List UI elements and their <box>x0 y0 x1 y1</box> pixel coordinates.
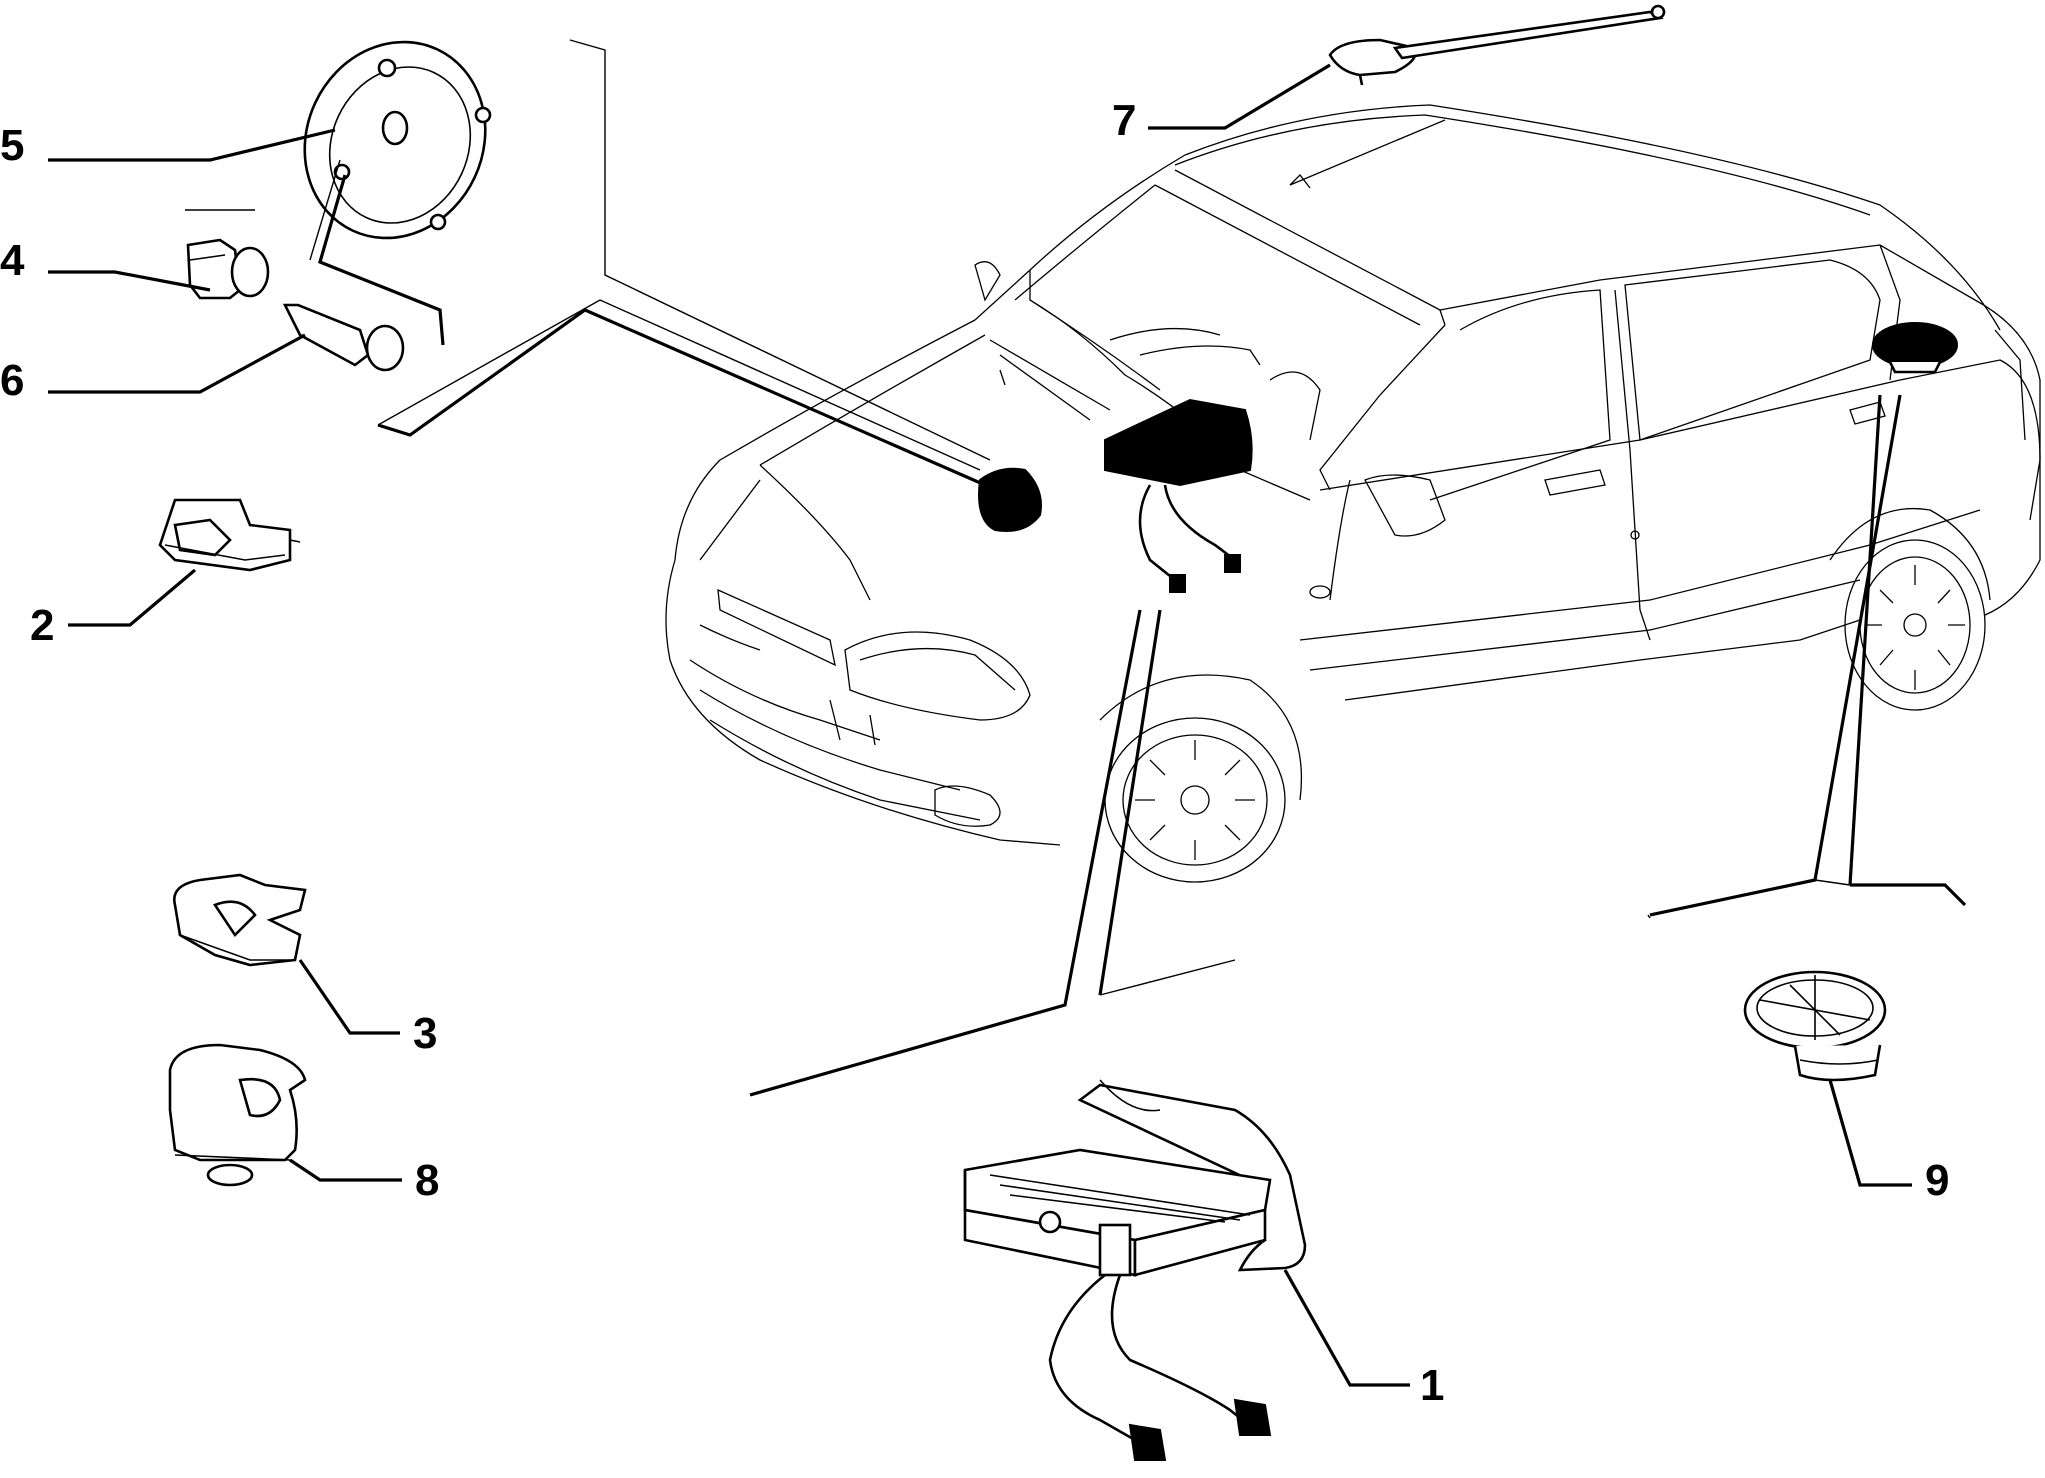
callout-1: 1 <box>1420 1361 1444 1410</box>
callout-6: 6 <box>0 356 24 405</box>
grommet-part-4 <box>186 238 270 300</box>
clip-part-2 <box>158 498 301 572</box>
clip-part-8 <box>168 1043 307 1187</box>
callout-9: 9 <box>1925 1156 1949 1205</box>
callout-8: 8 <box>415 1156 439 1205</box>
callout-5: 5 <box>0 121 24 170</box>
callout-2: 2 <box>30 601 54 650</box>
callout-4: 4 <box>0 236 25 285</box>
callout-labels: 1 2 3 4 5 6 7 8 9 <box>0 96 1949 1410</box>
antenna-part-7 <box>1328 4 1666 86</box>
car-speaker-rear <box>1872 322 1958 374</box>
car-speaker-front <box>978 467 1042 532</box>
car-radio-position <box>1104 398 1253 593</box>
pin-part-6 <box>282 303 405 372</box>
leader-lines <box>48 39 1967 1387</box>
clip-part-3 <box>173 873 307 967</box>
speaker-part-9 <box>1743 970 1887 1082</box>
callout-3: 3 <box>413 1009 437 1058</box>
speaker-ring-part-5 <box>303 40 492 240</box>
radio-unit-part <box>963 1079 1307 1461</box>
callout-7: 7 <box>1112 96 1136 145</box>
